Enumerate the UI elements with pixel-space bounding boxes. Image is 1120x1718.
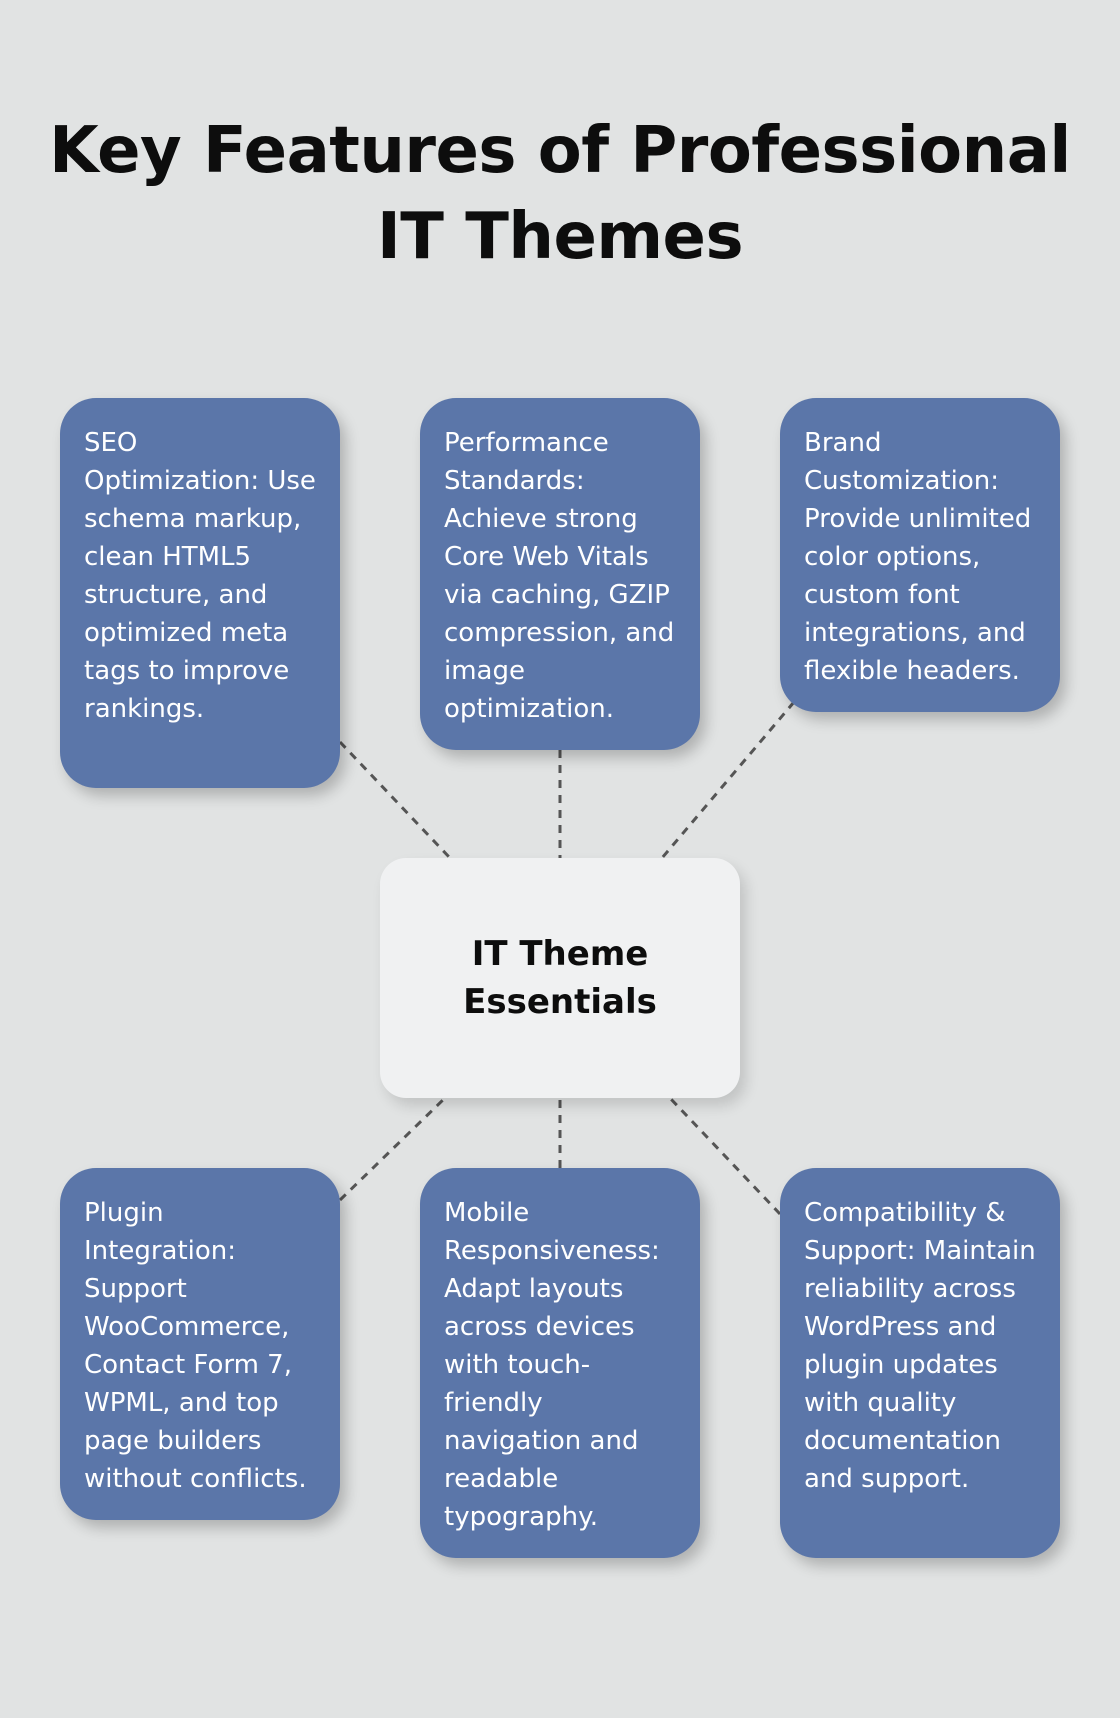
feature-seo: SEO Optimization: Use schema markup, cle… xyxy=(60,398,340,788)
center-node: IT Theme Essentials xyxy=(380,858,740,1098)
feature-brand-text: Brand Customization: Provide unlimited c… xyxy=(804,428,1032,686)
page-title: Key Features of Professional IT Themes xyxy=(49,114,1071,274)
feature-seo-text: SEO Optimization: Use schema markup, cle… xyxy=(84,428,316,724)
feature-mobile: Mobile Responsiveness: Adapt layouts acr… xyxy=(420,1168,700,1558)
feature-performance: Performance Standards: Achieve strong Co… xyxy=(420,398,700,750)
feature-plugin-text: Plugin Integration: Support WooCommerce,… xyxy=(84,1198,307,1494)
feature-brand: Brand Customization: Provide unlimited c… xyxy=(780,398,1060,712)
connector-compatibility xyxy=(668,1096,782,1216)
feature-performance-text: Performance Standards: Achieve strong Co… xyxy=(444,428,675,724)
feature-compatibility: Compatibility & Support: Maintain reliab… xyxy=(780,1168,1060,1558)
connector-seo xyxy=(338,740,452,860)
feature-mobile-text: Mobile Responsiveness: Adapt layouts acr… xyxy=(444,1198,660,1532)
connector-plugin xyxy=(338,1096,447,1202)
connector-brand xyxy=(660,701,796,859)
center-node-label: IT Theme Essentials xyxy=(463,934,657,1022)
feature-plugin: Plugin Integration: Support WooCommerce,… xyxy=(60,1168,340,1520)
feature-compatibility-text: Compatibility & Support: Maintain reliab… xyxy=(804,1198,1036,1494)
